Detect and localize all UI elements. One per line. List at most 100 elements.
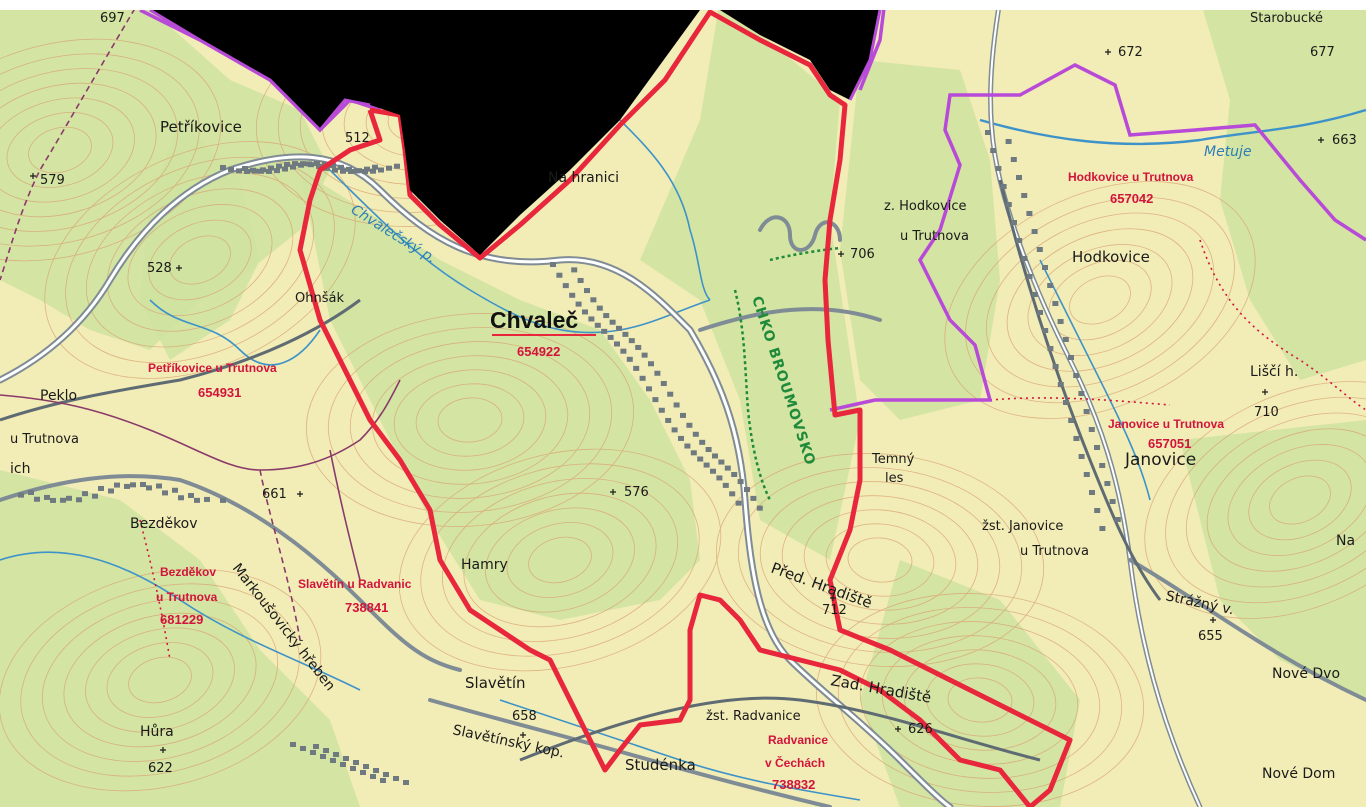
settlements [18,130,1121,785]
building [76,497,82,503]
place-label-lisci: Liščí h. [1250,364,1298,380]
building [667,391,674,397]
municipality-name: Chvaleč [490,307,578,333]
peak-marker-icon [895,726,901,732]
railways [0,179,1162,762]
building [82,491,88,497]
building [577,277,584,283]
building [330,758,336,763]
peak-label: 677 [1310,45,1335,60]
railway-line [519,696,1041,762]
contour-line [803,509,957,611]
building [1026,211,1033,216]
peak-label: 655 [1198,629,1223,644]
stream [499,699,861,801]
building [686,422,693,428]
building [178,495,184,501]
district-border [0,379,401,471]
cadastral-label: u Trutnova [156,590,218,604]
building [1062,337,1069,342]
building [220,165,226,170]
peak-markers [30,49,1324,753]
forest-area [0,470,360,807]
building [1083,409,1090,414]
building [98,485,104,491]
building [108,488,114,494]
building [274,168,280,174]
building [1031,229,1038,234]
building [34,496,40,502]
place-label-na-hranici: Na hranici [548,170,619,186]
place-label-zst-janovice-2: u Trutnova [1020,544,1089,559]
peak-marker-icon [1318,137,1324,143]
building [718,459,725,465]
building [1021,256,1028,261]
building [692,431,699,437]
contour-line [528,536,592,584]
peak-marker-icon [1210,617,1216,623]
building [1021,193,1028,198]
building [92,493,98,499]
district-border [259,469,301,641]
chko-boundary [733,246,841,501]
contour-line [859,621,1101,779]
peak-label: 706 [850,247,875,262]
building [596,305,603,311]
building [50,497,56,503]
building [204,496,210,502]
building [1078,391,1085,396]
contour-line [1269,475,1331,525]
contour-line [837,607,1123,793]
building [620,348,627,354]
contour-line [85,627,235,733]
building [1026,274,1033,279]
building [712,453,718,459]
contour-line [965,196,1235,404]
water-label-metuje: Metuje [1204,144,1252,160]
building [1042,265,1048,270]
peak-label: 658 [512,709,537,724]
building [622,331,629,337]
stream [149,299,321,366]
building [1109,499,1116,504]
building [124,483,130,489]
place-label-studenka: Studénka [625,756,696,774]
building [353,760,359,765]
building [310,750,316,755]
contour-line [947,677,1013,723]
water-features [0,108,1366,801]
contour-line [985,212,1215,388]
building [1114,517,1121,522]
peak-marker-icon [30,173,36,179]
contour-line [925,663,1035,737]
building [228,166,234,172]
building [323,748,329,753]
building [268,165,274,171]
building [607,334,614,340]
municipality-code: 654922 [517,344,560,359]
place-label-zst-janovice-1: žst. Janovice [982,519,1063,534]
stream [619,119,711,301]
contour-line [485,507,635,613]
building [393,776,399,781]
building [28,490,34,495]
building [690,450,697,456]
cadastral-label: Janovice u Trutnova [1108,417,1224,431]
peak-marker-icon [610,489,616,495]
peak-label: 663 [1332,133,1357,148]
building [588,316,595,322]
building [660,381,667,387]
building [609,319,616,325]
place-label-slavetin: Slavětín [465,674,526,692]
building [282,166,288,172]
contour-line [0,568,322,792]
building [985,130,991,135]
building [729,491,736,497]
building [1094,445,1100,450]
peak-label: 512 [345,131,370,146]
building [380,778,386,783]
place-label-petrikovice: Petříkovice [160,118,242,136]
building [343,756,349,761]
